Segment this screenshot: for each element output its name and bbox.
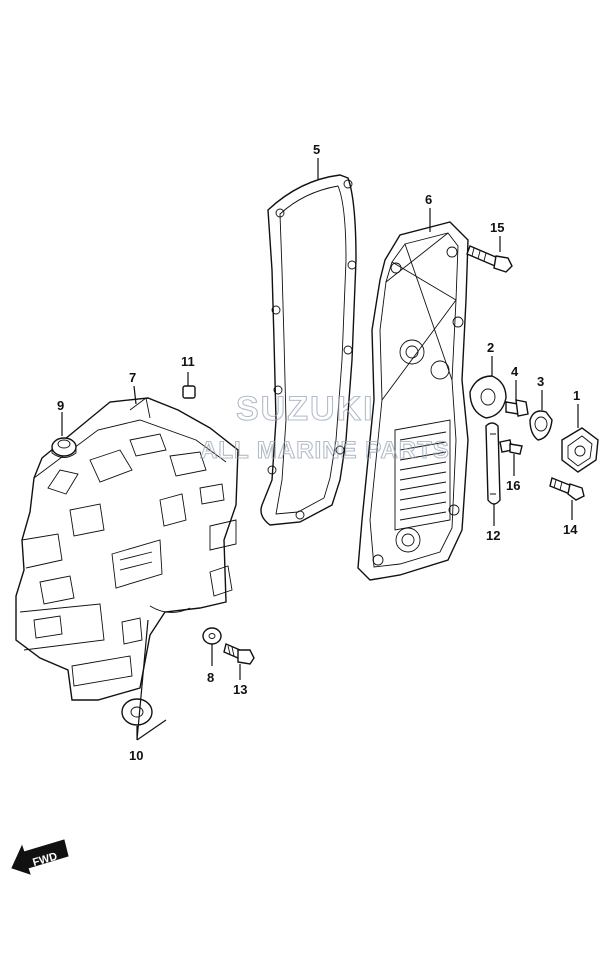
bolt-13 bbox=[223, 643, 255, 665]
callout-4: 4 bbox=[511, 364, 519, 379]
bolt-14 bbox=[549, 477, 585, 501]
nut-1 bbox=[561, 427, 599, 473]
watermark-tagline: ALL MARINE PARTS bbox=[200, 437, 450, 464]
callout-11: 11 bbox=[181, 354, 195, 369]
callout-3: 3 bbox=[537, 374, 544, 389]
callout-15: 15 bbox=[490, 220, 504, 235]
callout-6: 6 bbox=[425, 192, 432, 207]
bolt-4 bbox=[505, 399, 529, 417]
electric-parts-holder bbox=[15, 397, 239, 701]
callout-12: 12 bbox=[486, 528, 500, 543]
callout-9: 9 bbox=[57, 398, 64, 413]
callout-8: 8 bbox=[207, 670, 214, 685]
callout-1: 1 bbox=[573, 388, 580, 403]
bolt-15 bbox=[466, 245, 513, 273]
watermark-brand: SUZUKI bbox=[236, 390, 375, 428]
callout-10: 10 bbox=[129, 748, 143, 763]
callout-7: 7 bbox=[129, 370, 136, 385]
spacer-3 bbox=[529, 410, 553, 441]
leader-lines bbox=[61, 158, 579, 741]
heatsink-fins bbox=[394, 419, 451, 531]
grommet-9 bbox=[51, 437, 77, 458]
rectifier-plate bbox=[357, 221, 469, 581]
callout-14: 14 bbox=[563, 522, 578, 537]
callout-16: 16 bbox=[506, 478, 520, 493]
callout-2: 2 bbox=[487, 340, 494, 355]
gasket-2 bbox=[469, 375, 507, 419]
bolt-16 bbox=[499, 439, 523, 455]
gasket bbox=[260, 174, 357, 526]
callout-13: 13 bbox=[233, 682, 247, 697]
washer-8 bbox=[202, 627, 222, 645]
clamp-12 bbox=[485, 422, 501, 505]
cap-11 bbox=[182, 385, 196, 399]
callout-5: 5 bbox=[313, 142, 320, 157]
watermark: SUZUKI ALL MARINE PARTS bbox=[199, 389, 450, 464]
grommet-10 bbox=[121, 698, 153, 726]
forward-arrow: FWD bbox=[11, 839, 69, 875]
callouts: 1 2 3 4 5 6 7 8 9 10 11 12 13 14 15 16 bbox=[57, 142, 580, 763]
